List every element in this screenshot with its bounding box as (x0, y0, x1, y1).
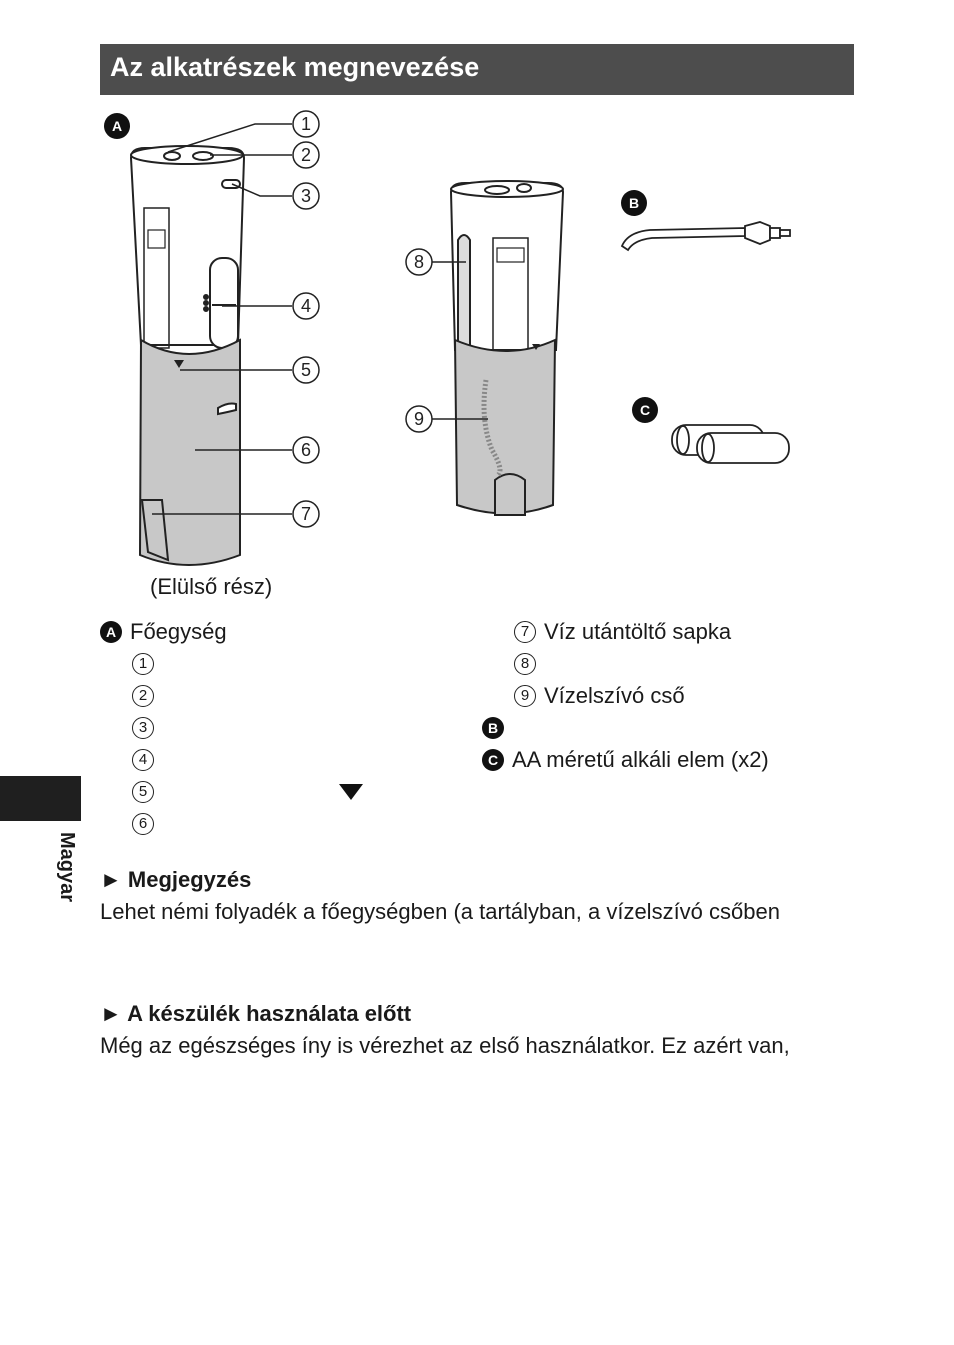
language-tab (0, 776, 81, 821)
legend-badge: C (482, 749, 504, 771)
legend-number: 5 (132, 781, 154, 803)
legend-item: 5 (100, 776, 227, 808)
badge-c: C (632, 397, 658, 423)
legend-number: 8 (514, 653, 536, 675)
legend-right: 7 Víz utántöltő sapka 8 9 Vízelszívó cső… (482, 616, 769, 776)
legend-badge: B (482, 717, 504, 739)
before-use-heading: ► A készülék használata előtt (100, 1001, 412, 1026)
svg-text:4: 4 (301, 296, 311, 316)
legend-text: Víz utántöltő sapka (544, 619, 732, 644)
svg-text:C: C (640, 402, 650, 418)
main-unit-back-illustration (449, 180, 565, 516)
section-title-bar: Az alkatrészek megnevezése (100, 44, 854, 95)
legend-number: 4 (132, 749, 154, 771)
triangle-mark-icon (339, 784, 363, 800)
svg-text:3: 3 (301, 186, 311, 206)
legend-number: 9 (514, 685, 536, 707)
batteries-illustration (671, 424, 790, 464)
legend-badge: A (100, 621, 122, 643)
main-unit-front-illustration (129, 145, 246, 566)
legend-item: 3 (100, 712, 227, 744)
callout-lines-back (432, 261, 488, 420)
legend-item-nozzle: B (482, 712, 769, 744)
legend-item-suction-tube: 9 Vízelszívó cső (482, 680, 769, 712)
svg-text:9: 9 (414, 409, 424, 429)
figure-caption: (Elülső rész) (150, 574, 273, 599)
callout-numbers-back: 8 9 (405, 248, 433, 433)
nozzle-illustration (620, 221, 791, 252)
legend-item: 8 (482, 648, 769, 680)
svg-text:B: B (629, 195, 639, 211)
legend-item-refill-cap: 7 Víz utántöltő sapka (482, 616, 769, 648)
svg-text:2: 2 (301, 145, 311, 165)
legend-number: 1 (132, 653, 154, 675)
legend-item: 4 (100, 744, 227, 776)
legend-text: Vízelszívó cső (544, 683, 685, 708)
svg-text:1: 1 (301, 114, 311, 134)
legend-number: 2 (132, 685, 154, 707)
legend-item: 1 (100, 648, 227, 680)
section-title: Az alkatrészek megnevezése (110, 52, 480, 82)
badge-a: A (104, 113, 130, 139)
parts-diagram: A 1 2 3 4 5 6 7 (104, 110, 791, 566)
legend-number: 7 (514, 621, 536, 643)
callout-lines-front (152, 123, 292, 515)
svg-text:5: 5 (301, 360, 311, 380)
legend-number: 6 (132, 813, 154, 835)
legend-item-batteries: C AA méretű alkáli elem (x2) (482, 744, 769, 776)
svg-text:8: 8 (414, 252, 424, 272)
note-heading: ► Megjegyzés (100, 867, 252, 892)
legend-item: 6 (100, 808, 227, 840)
legend-number: 3 (132, 717, 154, 739)
legend-left: A Főegység 1 2 3 4 5 6 (100, 616, 227, 840)
note-text: Lehet némi folyadék a főegységben (a tar… (100, 899, 780, 924)
svg-text:7: 7 (301, 504, 311, 524)
legend-text: Főegység (130, 619, 227, 644)
legend-item: 2 (100, 680, 227, 712)
before-use-text: Még az egészséges íny is vérezhet az els… (100, 1033, 790, 1058)
svg-text:6: 6 (301, 440, 311, 460)
badge-b: B (621, 190, 647, 216)
callout-numbers-front: 1 2 3 4 5 6 7 (292, 110, 320, 528)
legend-item-main-unit: A Főegység (100, 616, 227, 648)
legend-text: AA méretű alkáli elem (x2) (512, 747, 769, 772)
language-label: Magyar (56, 832, 78, 903)
svg-text:A: A (112, 118, 122, 134)
